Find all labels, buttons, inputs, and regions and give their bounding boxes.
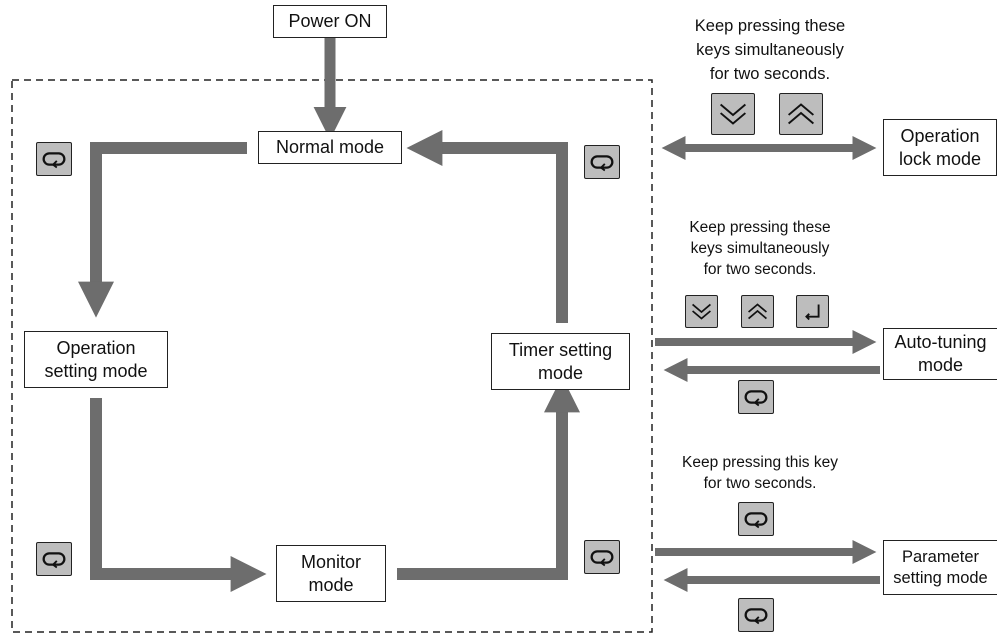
auto-tuning-mode-box: Auto-tuning mode [883,328,997,380]
monitor-mode-box: Monitor mode [276,545,386,602]
autotune-note-line2: keys simultaneously [690,240,830,257]
double-chevron-down-icon [692,303,711,320]
operation-lock-line1: Operation [900,125,980,146]
lock-keys-note: Keep pressing these keys simultaneously … [650,14,890,86]
cycle-mode-icon [42,552,66,569]
normal-mode-box: Normal mode [258,131,402,164]
param-key-note: Keep pressing this key for two seconds. [650,452,870,494]
power-on-box: Power ON [273,5,387,38]
mode-key-bottom-right [584,540,620,574]
arrow-monitor-to-timer [397,376,580,580]
parameter-setting-line2: setting mode [893,568,988,587]
lock-note-line2: keys simultaneously [696,41,844,59]
enter-icon [805,304,820,321]
param-note-line2: for two seconds. [703,475,817,492]
arrow-normal-to-operation [78,142,247,318]
double-chevron-down-icon [720,103,746,125]
operation-setting-line2: setting mode [44,360,148,381]
power-on-label: Power ON [288,11,372,31]
cycle-mode-icon [744,390,768,407]
timer-setting-mode-box: Timer setting mode [491,333,630,390]
cycle-mode-icon [744,512,768,529]
monitor-line1: Monitor [300,551,362,572]
cycle-mode-icon [42,152,66,169]
autotune-keys-note: Keep pressing these keys simultaneously … [650,217,870,280]
monitor-line2: mode [308,574,354,595]
cycle-mode-icon [590,155,614,172]
cycle-mode-icon [744,608,768,625]
double-chevron-up-icon [788,103,814,125]
param-enter-mode-key [738,502,774,536]
mode-key-top-right [584,145,620,179]
operation-setting-line1: Operation [56,337,136,358]
normal-mode-label: Normal mode [275,137,385,157]
auto-tuning-line2: mode [917,355,964,375]
lock-up-key [779,93,823,135]
operation-lock-mode-box: Operation lock mode [883,119,997,176]
mode-cycle-boundary [11,79,653,633]
autotune-enter-key [796,295,829,328]
auto-tuning-line1: Auto-tuning [894,332,987,352]
timer-setting-line2: mode [537,362,584,383]
param-return-mode-key [738,598,774,632]
timer-setting-line1: Timer setting [508,339,613,360]
arrow-operation-to-monitor [90,398,267,592]
autotune-return-mode-key [738,380,774,414]
autotune-note-line3: for two seconds. [703,261,817,278]
cycle-mode-icon [590,550,614,567]
lock-note-line1: Keep pressing these [694,17,846,35]
lock-note-line3: for two seconds. [709,65,831,83]
parameter-setting-line1: Parameter [901,547,980,566]
autotune-note-line1: Keep pressing these [689,219,831,236]
autotune-up-key [741,295,774,328]
arrow-timer-to-normal [406,130,568,323]
operation-setting-mode-box: Operation setting mode [24,331,168,388]
double-chevron-up-icon [748,303,767,320]
mode-key-top-left [36,142,72,176]
mode-key-bottom-left [36,542,72,576]
lock-down-key [711,93,755,135]
param-note-line1: Keep pressing this key [682,454,838,471]
parameter-setting-mode-box: Parameter setting mode [883,540,997,595]
autotune-down-key [685,295,718,328]
operation-lock-line2: lock mode [898,148,982,169]
